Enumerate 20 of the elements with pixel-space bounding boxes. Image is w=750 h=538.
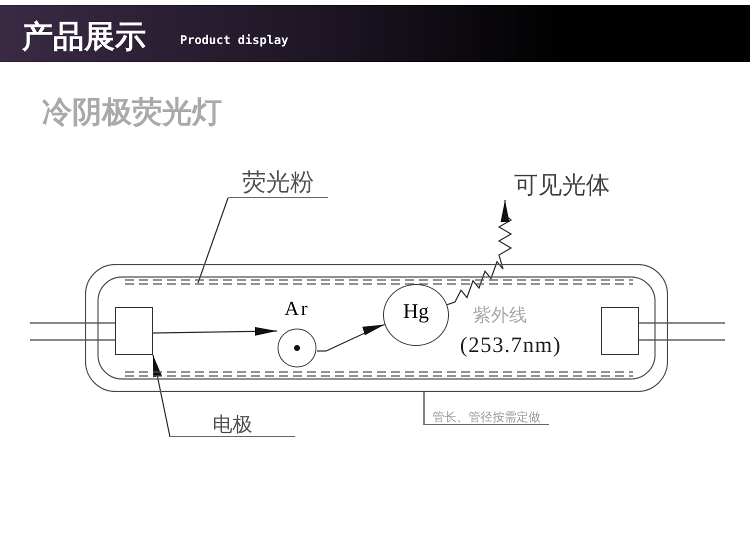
leader-line: [197, 198, 229, 284]
callout-label: 荧光粉: [242, 168, 314, 197]
atom-circle: [383, 284, 449, 346]
arrow: [317, 324, 385, 352]
arrow: [446, 200, 512, 306]
wavelength-label: (253.7nm): [460, 332, 562, 358]
element-symbol: Ar: [283, 298, 311, 321]
banner-subheading: Product display: [180, 33, 288, 47]
element-symbol: Hg: [403, 298, 429, 324]
electrode-box: [115, 307, 153, 355]
arrow: [152, 326, 278, 336]
banner-heading: 产品展示: [22, 18, 146, 57]
callout-label: 电极: [212, 412, 252, 436]
leader-line: [423, 392, 425, 426]
arrow: [152, 354, 171, 438]
callout-label: 可见光体: [513, 171, 610, 200]
electrode-box: [601, 307, 639, 355]
uv-label: 紫外线: [473, 304, 527, 327]
diagram-title: 冷阴极荧光灯: [42, 94, 222, 132]
callout-label: 管长、管径按需定做: [432, 410, 540, 424]
